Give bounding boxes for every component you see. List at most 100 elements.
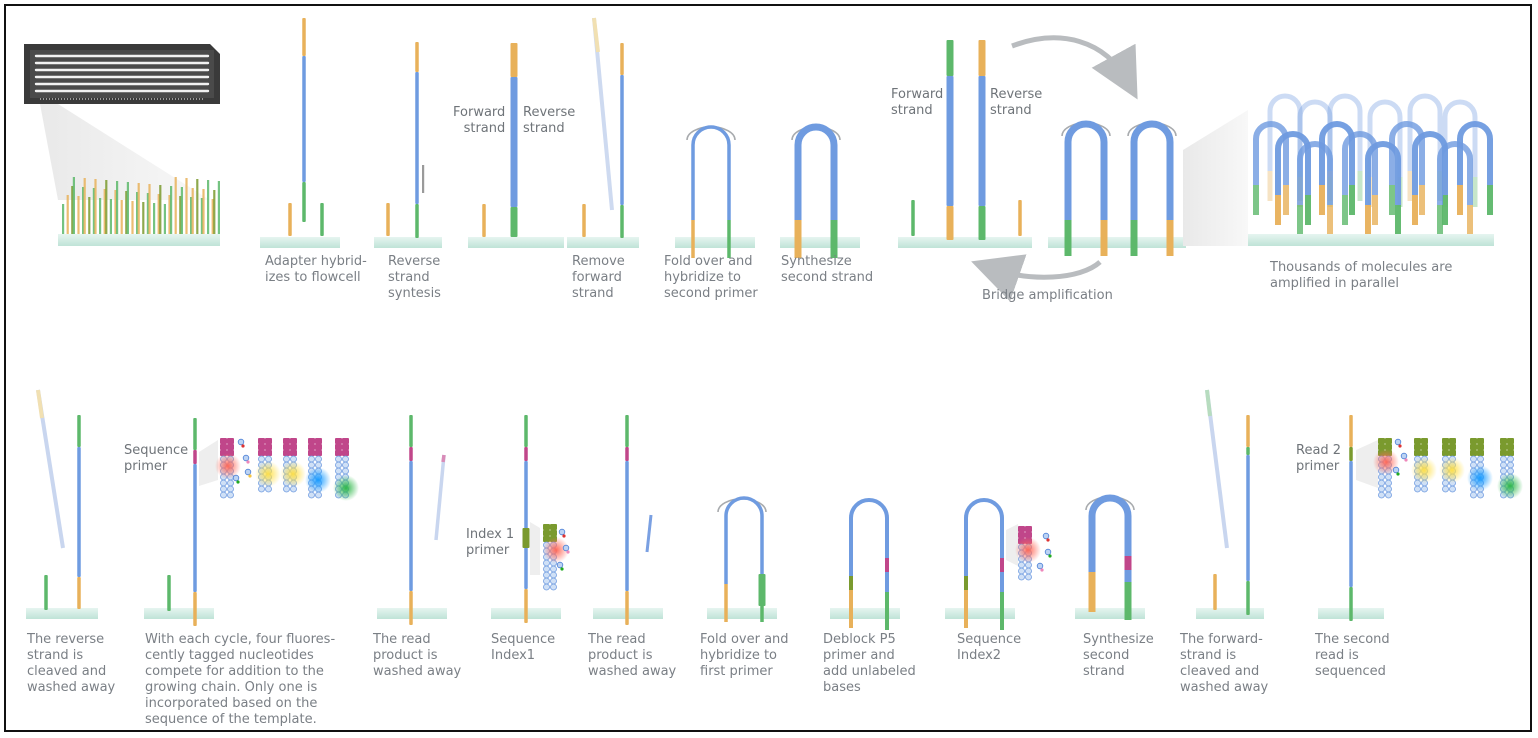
bridge-cluster: [1457, 121, 1493, 215]
fluorescent-glow: [333, 475, 359, 501]
dna-strand: [620, 43, 624, 238]
caption-fold-first: Fold over and hybridize to first primer: [700, 632, 789, 679]
dna-strand: [193, 418, 197, 626]
dye-tag: [248, 474, 252, 478]
zoom-cone: [199, 440, 218, 486]
dna-strand: [524, 415, 528, 623]
free-nucleotide: [558, 528, 566, 536]
bridge-cluster: [1064, 120, 1108, 256]
cluster-strand: [157, 194, 160, 234]
free-nucleotide: [1392, 466, 1400, 474]
dna-strand: [44, 575, 48, 610]
dye-tag: [1404, 458, 1408, 462]
dna-strand: [510, 43, 518, 237]
label-reverse-strand-2: Reverse strand: [990, 87, 1043, 118]
cluster-strand: [190, 197, 193, 234]
dye-tag: [562, 534, 566, 538]
bridge-cluster: [1365, 141, 1401, 235]
cleaved-strand-tip: [1205, 389, 1212, 417]
nucleotide-chain: [305, 438, 331, 499]
fluorescent-glow: [1439, 457, 1465, 483]
dna-strand: [167, 575, 171, 611]
cleaved-strand-tip: [36, 389, 44, 419]
flowcell-surface: [567, 237, 639, 248]
cluster-strand: [83, 178, 86, 234]
cluster-strand: [170, 186, 173, 234]
fluorescent-glow: [255, 461, 281, 487]
free-nucleotide: [562, 544, 570, 552]
dna-strand: [582, 204, 586, 237]
caption-read-washed-1: The read product is washed away: [373, 632, 462, 679]
fluorescent-glow: [1497, 473, 1523, 499]
cluster-strand: [105, 180, 108, 234]
dye-tag: [236, 480, 240, 484]
zoom-cone: [1006, 524, 1018, 566]
flowcell-surface: [144, 608, 214, 619]
dna-strand: [409, 415, 413, 625]
dye-tag: [1046, 538, 1050, 542]
free-nucleotide: [1394, 438, 1402, 446]
cluster-strand: [126, 182, 129, 234]
free-nucleotide: [237, 438, 245, 446]
dna-strand: [946, 40, 954, 240]
cluster-strand: [200, 198, 203, 234]
parallel-clusters-view: [1253, 93, 1493, 235]
cluster-strand: [142, 202, 145, 234]
cluster-strand: [191, 188, 194, 234]
cluster-strand: [120, 200, 123, 234]
dye-tag: [1040, 568, 1044, 572]
dna-strand: [77, 415, 81, 609]
flowcell-surface-2: [1248, 234, 1494, 246]
bridge-cluster: [1297, 141, 1333, 235]
label-forward-strand-2: Forward strand: [891, 87, 944, 118]
cluster-strand: [153, 203, 156, 234]
fluorescent-glow: [1373, 449, 1399, 475]
zoom-cone: [1356, 440, 1378, 488]
dna-strand: [1246, 415, 1250, 615]
cluster-strand: [207, 180, 210, 234]
dense-cluster-view: [62, 177, 220, 234]
free-nucleotide: [556, 561, 564, 569]
flowcell-surface: [1075, 608, 1145, 619]
polymerase-fragment: [422, 165, 425, 193]
flowcell-surface: [780, 237, 860, 248]
fluorescent-glow: [305, 467, 331, 493]
dna-strand: [758, 574, 766, 606]
caption-read-washed-2: The read product is washed away: [588, 632, 677, 679]
caption-synthesize-second: Synthesize second strand: [781, 254, 874, 285]
fluorescent-glow: [1015, 537, 1041, 563]
flowcell-surface: [945, 608, 1015, 619]
caption-adapter: Adapter hybrid- izes to flowcell: [265, 254, 367, 285]
fluorescent-glow: [543, 537, 569, 563]
fluorescent-glow: [1411, 457, 1437, 483]
label-read2-primer: Read 2 primer: [1296, 443, 1342, 474]
fluorescent-glow: [280, 461, 306, 487]
nucleotide-chain: [333, 438, 359, 501]
washed-read-tip: [441, 454, 446, 463]
cluster-strand: [213, 190, 216, 234]
free-nucleotide: [1400, 452, 1408, 460]
nucleotide-chain: [215, 438, 252, 499]
caption-deblock: Deblock P5 primer and add unlabeled base…: [823, 632, 916, 695]
caption-synthesize-second-b: Synthesize second strand: [1083, 632, 1154, 679]
cluster-strand: [82, 187, 85, 234]
caption-cycle: With each cycle, four fluores- cently ta…: [145, 632, 336, 727]
flowcell-surface: [707, 608, 777, 619]
bridge-cluster: [1389, 121, 1425, 215]
label-forward-strand-1: Forward strand: [453, 105, 506, 136]
cluster-strand: [146, 193, 149, 234]
bridge-cluster: [1412, 131, 1448, 225]
bridge-cluster: [1088, 494, 1132, 620]
cluster-strand: [94, 179, 97, 234]
caption-forward-cleaved: The forward- strand is cleaved and washe…: [1180, 632, 1269, 695]
cluster-strand: [148, 184, 151, 234]
cluster-strand: [66, 195, 69, 234]
dna-strand: [625, 415, 629, 625]
flowcell-surface: [26, 608, 98, 619]
cluster-strand: [125, 191, 128, 234]
bridge-cluster: [849, 498, 889, 630]
cluster-strand: [99, 198, 102, 234]
caption-second-read: The second read is sequenced: [1315, 632, 1390, 679]
dye-tag: [566, 550, 570, 554]
